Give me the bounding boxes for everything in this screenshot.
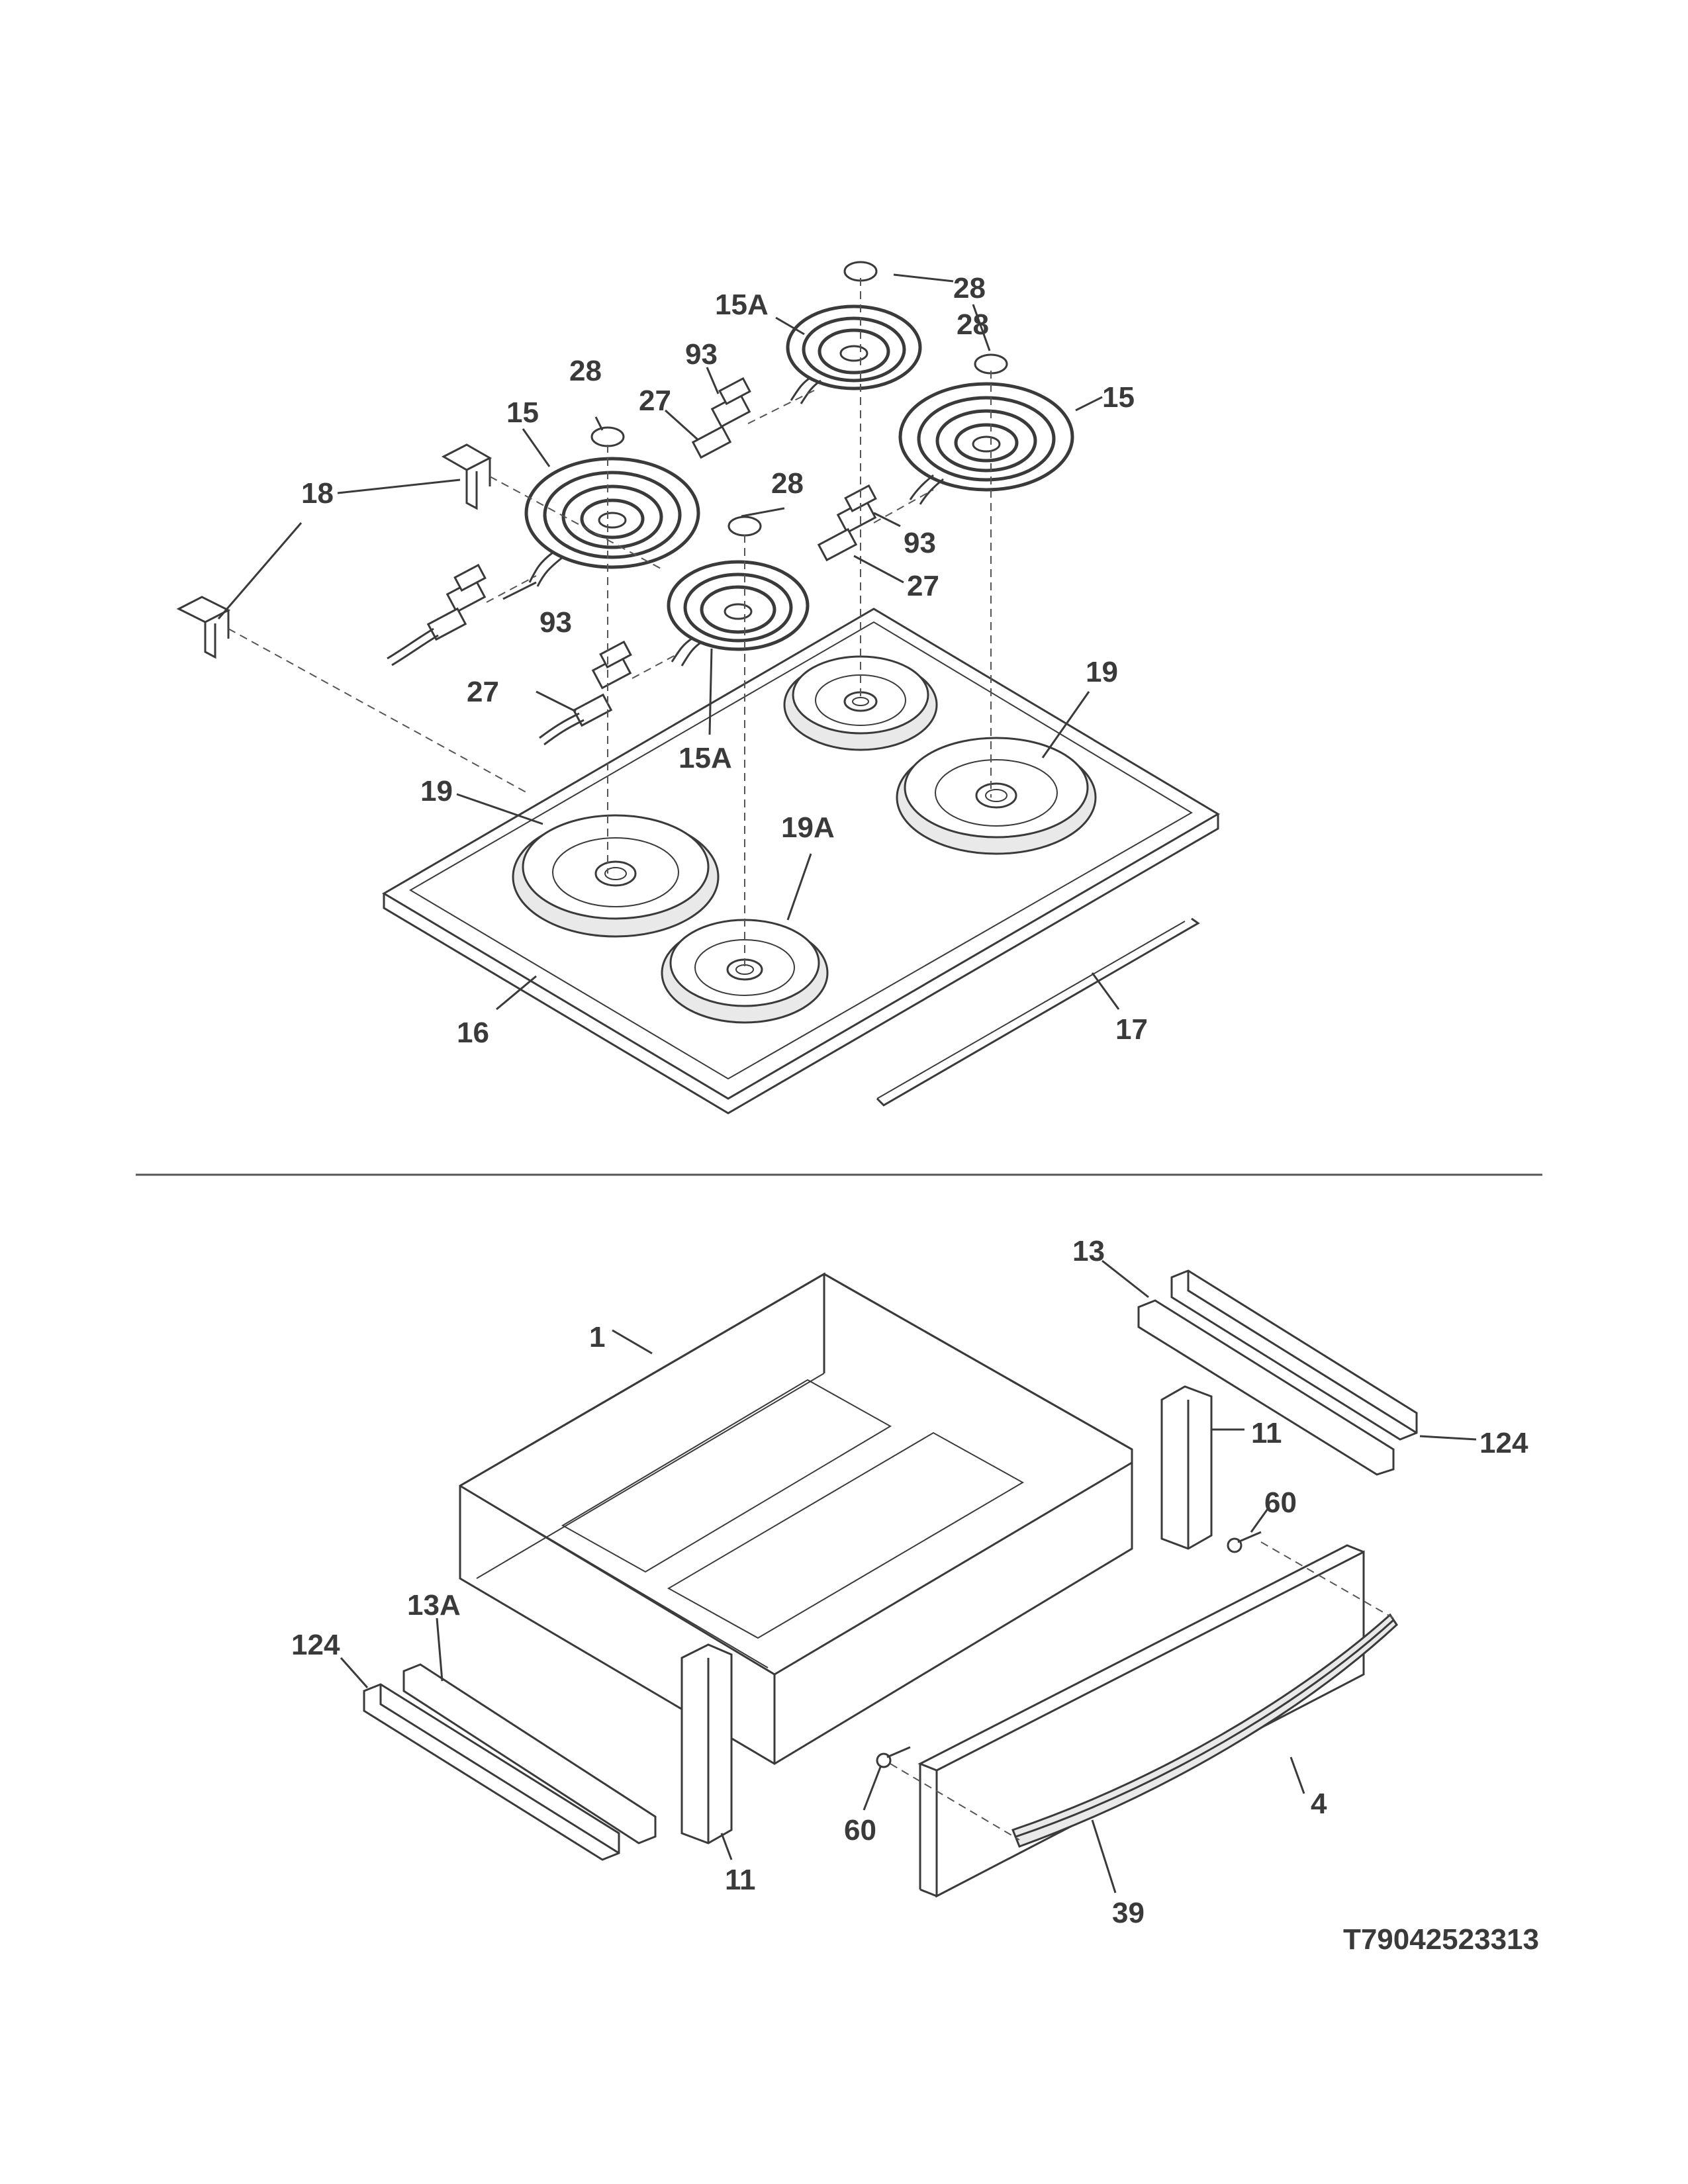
callout-27-right: 27 [907, 570, 939, 602]
callout-19-left: 19 [420, 775, 453, 807]
callout-28-top-right: 28 [953, 272, 986, 304]
center-disc-2 [974, 353, 1008, 375]
callout-labels-bottom: 13 1 11 124 60 13A 124 4 60 11 39 [291, 1235, 1528, 1929]
slide-rail-right [1137, 1269, 1418, 1476]
drip-bowl-front-left [512, 814, 720, 938]
callout-17: 17 [1115, 1013, 1148, 1046]
callout-60-right: 60 [1264, 1486, 1297, 1519]
drawer-bracket-right [1160, 1385, 1213, 1550]
surface-element-large-left [524, 457, 700, 587]
receptacle-block-2 [836, 484, 877, 534]
mounting-bracket-rear [441, 443, 492, 510]
drawer-assembly [363, 1269, 1418, 1898]
mounting-bracket-front [176, 596, 231, 659]
cooktop-assembly [176, 261, 1220, 1115]
callout-93-rear: 93 [685, 338, 718, 371]
document-number: T79042523313 [1343, 1923, 1539, 1956]
receptacle-block-4 [591, 640, 632, 690]
callout-93-right: 93 [904, 527, 936, 559]
callout-13a: 13A [407, 1589, 461, 1621]
receptacle-block-1 [710, 377, 751, 428]
wiring-harness [387, 425, 858, 746]
center-disc-1 [843, 261, 878, 282]
drip-bowl-rear-right [896, 737, 1097, 855]
surface-element-large-right [898, 382, 1074, 505]
center-disc-3 [590, 426, 625, 447]
screw-right [1227, 1531, 1262, 1553]
cooktop-top [382, 608, 1220, 1115]
callout-19-right: 19 [1086, 656, 1118, 688]
callout-15a-rear: 15A [715, 289, 769, 321]
alignment-lines-top [228, 278, 992, 970]
slide-rail-left [363, 1663, 657, 1861]
callout-124-right: 124 [1479, 1427, 1528, 1459]
drip-bowl-front-right [661, 919, 829, 1024]
callout-15a-front: 15A [679, 742, 732, 774]
callout-13: 13 [1072, 1235, 1105, 1267]
callout-124-left: 124 [291, 1629, 340, 1661]
callout-27-left: 27 [467, 676, 499, 708]
receptacle-block-3 [445, 563, 487, 614]
callout-18: 18 [301, 477, 334, 510]
leader-lines [217, 273, 1477, 1893]
trim-strip [876, 917, 1200, 1107]
surface-element-small-rear [786, 304, 922, 404]
callout-19a: 19A [781, 811, 835, 844]
callout-1: 1 [589, 1321, 605, 1353]
callout-labels-top: 28 15A 28 93 15 27 28 15 18 28 93 27 93 … [301, 272, 1148, 1049]
callout-39: 39 [1112, 1897, 1145, 1929]
drawer-handle [1011, 1613, 1398, 1848]
drawer-bracket-left [680, 1643, 733, 1844]
drip-bowl-rear-left [783, 655, 938, 751]
center-disc-4 [727, 516, 762, 537]
callout-28-left: 28 [569, 355, 602, 387]
callout-15-left: 15 [506, 396, 539, 429]
callout-93-left: 93 [539, 606, 572, 639]
callout-60-left: 60 [844, 1814, 876, 1846]
callout-11-left: 11 [725, 1864, 756, 1896]
callout-4: 4 [1311, 1788, 1327, 1820]
callout-27-rear: 27 [639, 385, 671, 417]
drawer-body [459, 1272, 1133, 1765]
drawer-front-panel [917, 1544, 1365, 1898]
callout-16: 16 [457, 1017, 489, 1049]
callout-11-right: 11 [1251, 1417, 1282, 1449]
alignment-lines-bottom [890, 1541, 1394, 1841]
callout-15-right: 15 [1102, 381, 1135, 414]
screw-left [876, 1746, 911, 1768]
callout-28-center: 28 [771, 467, 804, 500]
callout-28-right: 28 [957, 308, 989, 341]
surface-element-small-front [667, 560, 810, 666]
